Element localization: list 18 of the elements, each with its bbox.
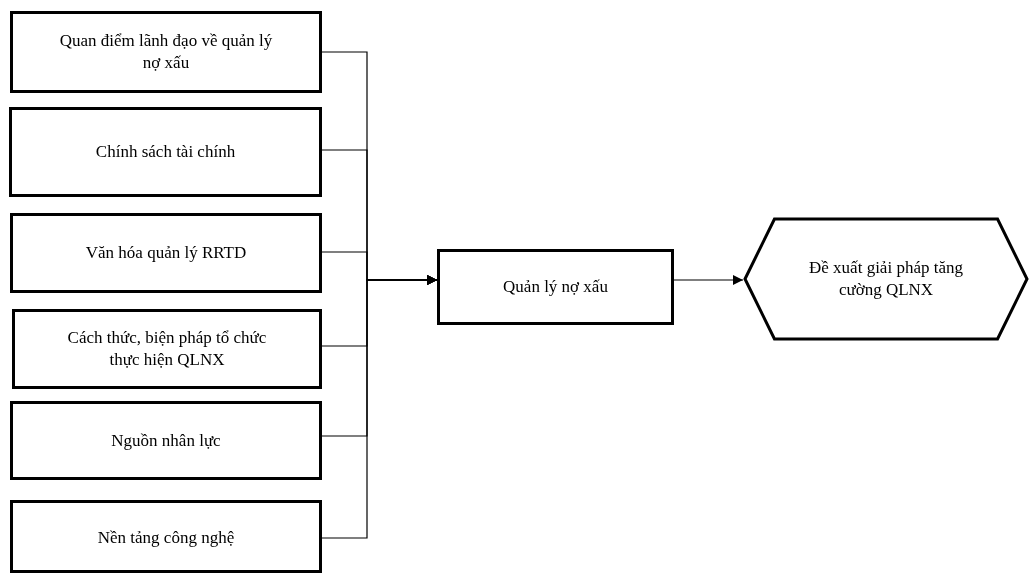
node-label: Quản lý nợ xấu: [502, 276, 609, 298]
process-box: [10, 213, 322, 293]
node-label: Nguồn nhân lực: [110, 429, 222, 452]
process-box: [9, 107, 322, 197]
process-box: [10, 401, 322, 480]
process-box: [10, 11, 322, 93]
hexagon-node: [743, 217, 1029, 341]
node-label: Chính sách tài chính: [94, 141, 237, 163]
process-box: [12, 309, 322, 389]
process-box: [10, 500, 322, 573]
node-label: Nền tảng công nghệ: [96, 527, 236, 549]
node-label: Cách thức, biện pháp tổ chức thực hiện QLNX: [66, 327, 268, 371]
node-label: Văn hóa quản lý RRTD: [84, 242, 248, 264]
node-label: Đề xuất giải pháp tăng cường QLNX: [808, 257, 964, 301]
connector-arrow: [673, 275, 744, 285]
process-box: [437, 249, 674, 325]
connector-arrow: [321, 275, 438, 539]
node-label: Quan điểm lãnh đạo về quản lý nợ xấu: [58, 30, 274, 74]
